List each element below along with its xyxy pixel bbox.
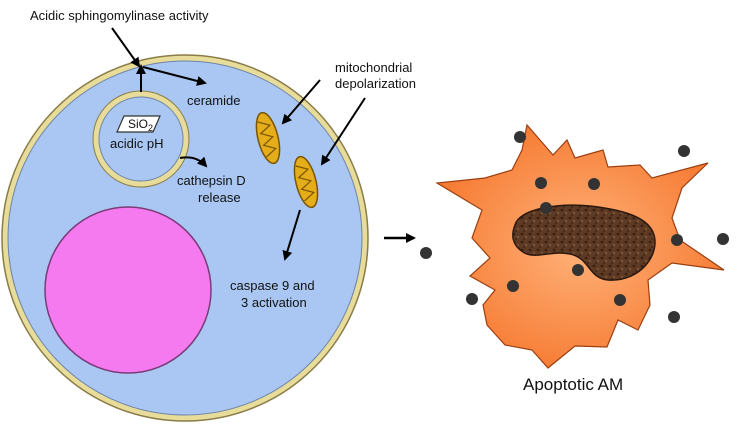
- apoptotic-body: [466, 293, 478, 305]
- apoptotic-body: [678, 145, 690, 157]
- arrow-to-caspase: [282, 209, 301, 261]
- apoptotic-body: [420, 247, 432, 259]
- macrophage-cell: [1, 54, 369, 422]
- arrow-to-cathepsin: [179, 156, 208, 168]
- apoptotic-body: [671, 234, 683, 246]
- apoptotic-macrophage: [420, 123, 729, 369]
- caspase-label: caspase 9 and: [230, 278, 315, 293]
- arrows: [111, 27, 416, 261]
- arrow-to-mito-lower: [320, 97, 366, 166]
- apoptotic-nucleus: [512, 204, 656, 281]
- mitochondrion-lower: [293, 155, 319, 209]
- phagolysosome-lumen: [98, 96, 184, 182]
- silica-label-base: SiO: [128, 117, 148, 131]
- mitochondrion-upper: [255, 111, 281, 165]
- apoptotic-body: [572, 264, 584, 276]
- apoptotic-body: [668, 311, 680, 323]
- activation-label: 3 activation: [241, 295, 307, 310]
- ceramide-label: ceramide: [187, 93, 240, 108]
- apoptotic-body: [717, 233, 729, 245]
- apoptotic-body: [507, 280, 519, 292]
- silica-label-sub: 2: [148, 123, 153, 133]
- silica-label: SiO2: [128, 117, 153, 133]
- mitochondrial-label: mitochondrial: [335, 60, 412, 75]
- cathepsin-label: cathepsin D: [177, 173, 246, 188]
- sphingomyelinase-label: Acidic sphingomylinase activity: [30, 8, 209, 23]
- arrow-to-ceramide: [142, 66, 207, 86]
- depolarization-label: depolarization: [335, 76, 416, 91]
- release-label: release: [198, 190, 241, 205]
- nucleus: [44, 206, 212, 374]
- apoptotic-body: [614, 294, 626, 306]
- apoptotic-body: [514, 131, 526, 143]
- acidic-ph-label: acidic pH: [110, 136, 163, 151]
- arrow-to-membrane: [111, 27, 141, 68]
- apoptotic-body: [588, 178, 600, 190]
- apoptotic-am-caption: Apoptotic AM: [523, 375, 623, 394]
- apoptotic-body: [540, 202, 552, 214]
- apoptotic-body: [535, 177, 547, 189]
- silica-particle: [116, 115, 161, 133]
- arrow-to-mito-upper: [281, 79, 321, 125]
